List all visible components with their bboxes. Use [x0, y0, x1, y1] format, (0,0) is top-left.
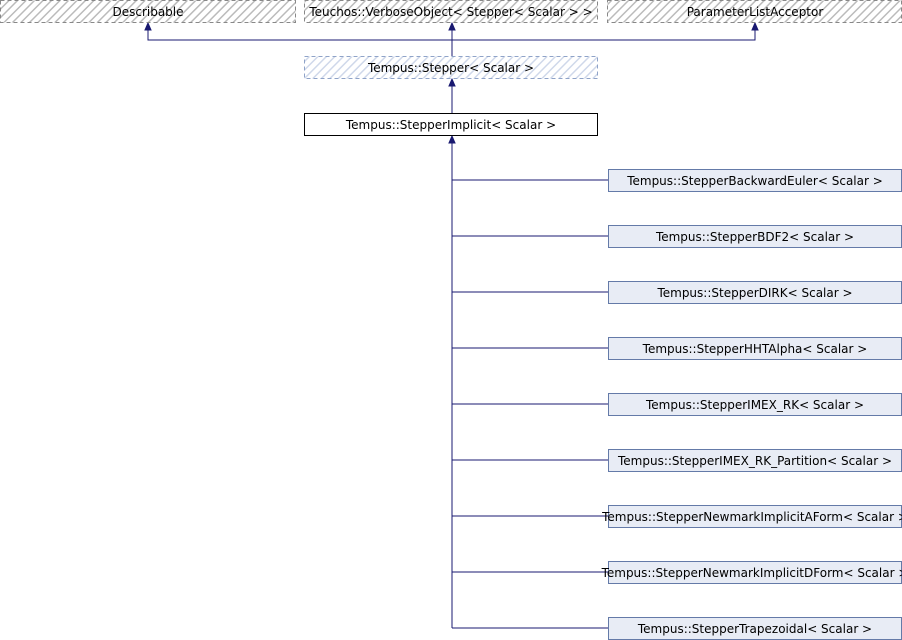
- node-stepper-backward-euler[interactable]: Tempus::StepperBackwardEuler< Scalar >: [608, 169, 902, 192]
- node-label: Tempus::StepperBDF2< Scalar >: [655, 230, 854, 244]
- node-label: ParameterListAcceptor: [687, 5, 824, 19]
- node-label: Tempus::StepperImplicit< Scalar >: [345, 118, 556, 132]
- node-label: Tempus::StepperNewmarkImplicitDForm< Sca…: [601, 566, 902, 580]
- node-verbose-object: Teuchos::VerboseObject< Stepper< Scalar …: [304, 0, 598, 23]
- node-describable: Describable: [0, 0, 296, 23]
- arrowhead-verbose-object: [448, 21, 456, 31]
- node-label: Tempus::StepperIMEX_RK_Partition< Scalar…: [617, 454, 892, 468]
- node-stepper-dirk[interactable]: Tempus::StepperDIRK< Scalar >: [608, 281, 902, 304]
- node-label: Tempus::StepperDIRK< Scalar >: [656, 286, 852, 300]
- node-label: Tempus::StepperHHTAlpha< Scalar >: [642, 342, 868, 356]
- node-label: Tempus::Stepper< Scalar >: [367, 61, 534, 75]
- node-stepper-implicit: Tempus::StepperImplicit< Scalar >: [304, 113, 598, 136]
- node-label: Tempus::StepperNewmarkImplicitAForm< Sca…: [601, 510, 902, 524]
- node-param-list-acceptor: ParameterListAcceptor: [607, 0, 902, 23]
- edge-param-list-acceptor-to-stepper: [452, 30, 756, 41]
- node-label: Describable: [112, 5, 183, 19]
- arrowhead-describable: [144, 21, 152, 31]
- arrowhead-param-list-acceptor: [751, 21, 759, 31]
- node-label: Tempus::StepperIMEX_RK< Scalar >: [645, 398, 864, 412]
- node-stepper[interactable]: Tempus::Stepper< Scalar >: [304, 56, 598, 79]
- edge-describable-to-stepper: [147, 30, 453, 56]
- node-label: Tempus::StepperBackwardEuler< Scalar >: [626, 174, 883, 188]
- node-stepper-trapezoidal[interactable]: Tempus::StepperTrapezoidal< Scalar >: [608, 617, 902, 640]
- arrowhead-stepper-implicit: [448, 134, 456, 144]
- node-label: Tempus::StepperTrapezoidal< Scalar >: [637, 622, 872, 636]
- node-stepper-newmark-implicit-a-form[interactable]: Tempus::StepperNewmarkImplicitAForm< Sca…: [601, 505, 902, 528]
- edge-layer: [144, 21, 759, 629]
- node-label: Teuchos::VerboseObject< Stepper< Scalar …: [308, 5, 592, 19]
- node-stepper-bdf2[interactable]: Tempus::StepperBDF2< Scalar >: [608, 225, 902, 248]
- node-stepper-hht-alpha[interactable]: Tempus::StepperHHTAlpha< Scalar >: [608, 337, 902, 360]
- node-stepper-newmark-implicit-d-form[interactable]: Tempus::StepperNewmarkImplicitDForm< Sca…: [601, 561, 902, 584]
- arrowhead-stepper: [448, 77, 456, 87]
- node-stepper-imex-rk-partition[interactable]: Tempus::StepperIMEX_RK_Partition< Scalar…: [608, 449, 902, 472]
- node-stepper-imex-rk[interactable]: Tempus::StepperIMEX_RK< Scalar >: [608, 393, 902, 416]
